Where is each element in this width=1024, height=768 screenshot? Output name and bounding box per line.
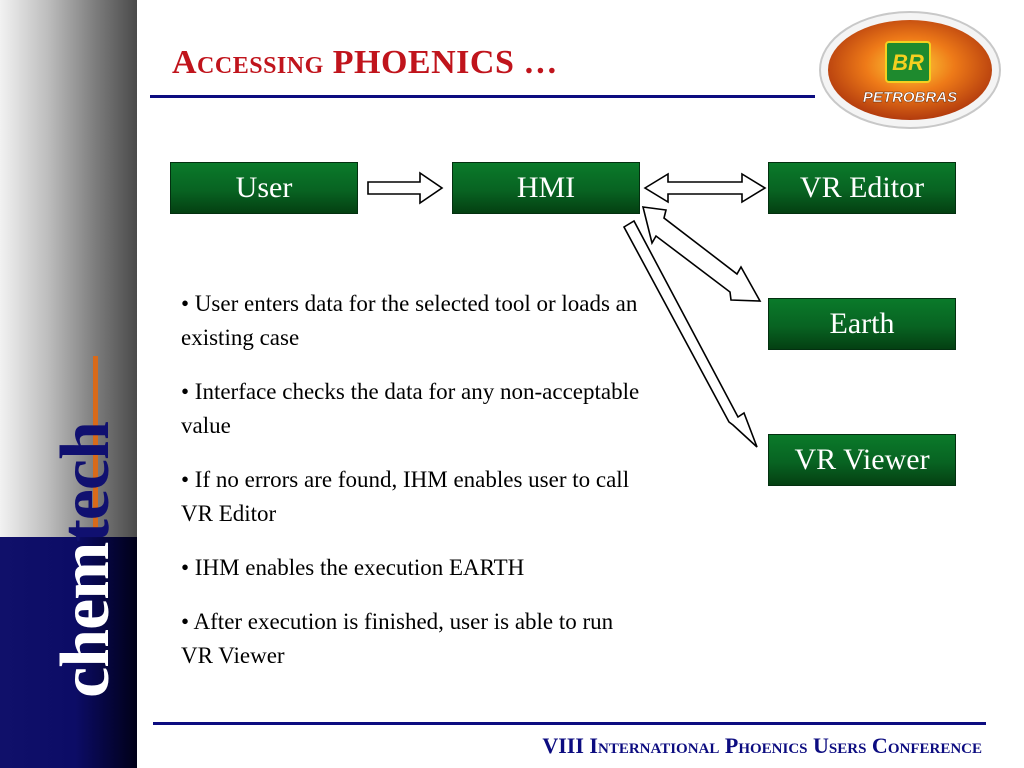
bullet-item: • After execution is finished, user is a… bbox=[181, 609, 614, 668]
footer-divider bbox=[153, 722, 986, 725]
petrobras-logo: BR PETROBRAS bbox=[818, 10, 1002, 130]
bullet-item: • If no errors are found, IHM enables us… bbox=[181, 467, 630, 526]
sidebar-bottom-panel bbox=[0, 537, 137, 768]
arrow-hmi-vr-editor bbox=[643, 172, 767, 204]
node-vr-editor: VR Editor bbox=[768, 162, 956, 214]
arrow-hmi-vr-viewer bbox=[622, 219, 758, 448]
bullet-list: • User enters data for the selected tool… bbox=[181, 287, 641, 693]
slide-title: Accessing PHOENICS … bbox=[172, 44, 558, 81]
petrobras-logo-graphic: BR PETROBRAS bbox=[819, 11, 1001, 129]
node-earth: Earth bbox=[768, 298, 956, 350]
bullet-item: • Interface checks the data for any non-… bbox=[181, 379, 640, 438]
sidebar-accent-bar bbox=[93, 356, 98, 534]
petrobras-wordmark: PETROBRAS bbox=[863, 89, 957, 106]
arrow-hmi-earth bbox=[641, 206, 762, 302]
br-badge-text: BR bbox=[892, 50, 924, 75]
br-badge bbox=[885, 41, 931, 83]
title-divider bbox=[150, 95, 815, 98]
bullet-item: • User enters data for the selected tool… bbox=[181, 291, 638, 350]
node-hmi: HMI bbox=[452, 162, 640, 214]
bullet-item: • IHM enables the execution EARTH bbox=[181, 555, 525, 580]
node-vr-viewer: VR Viewer bbox=[768, 434, 956, 486]
node-user: User bbox=[170, 162, 358, 214]
footer-text: VIII International Phoenics Users Confer… bbox=[542, 733, 982, 758]
arrow-user-to-hmi bbox=[367, 171, 444, 205]
